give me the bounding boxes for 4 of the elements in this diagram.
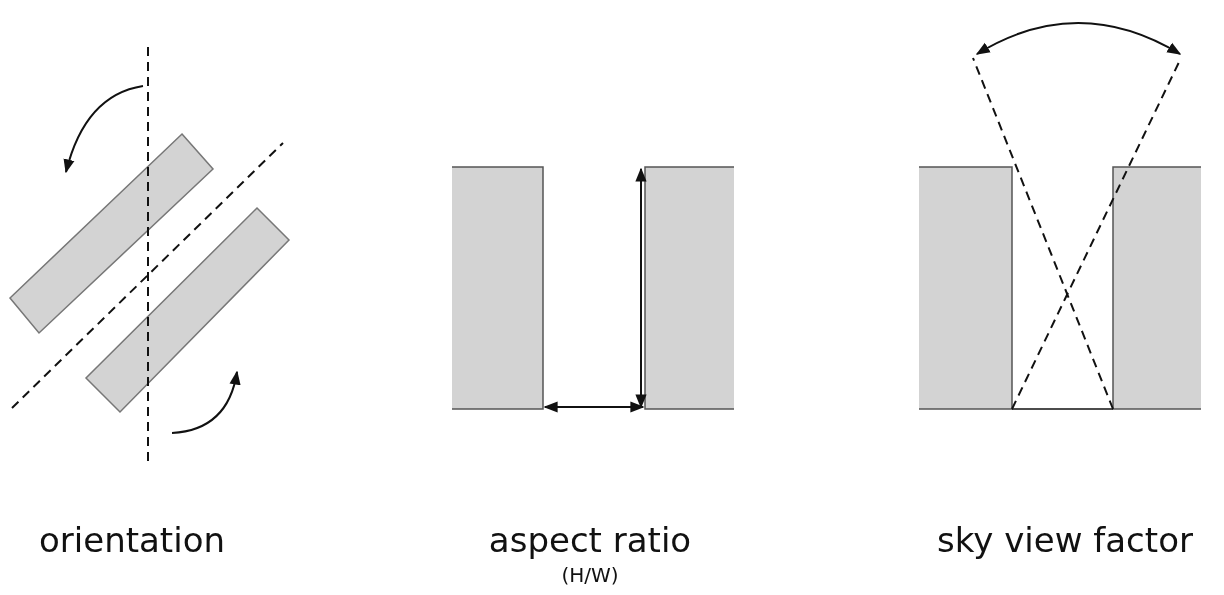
panel-caption: aspect ratio [488, 520, 692, 560]
panel-caption: sky view factor [937, 520, 1193, 560]
formula-note: (H/W) [561, 563, 619, 587]
panel-caption: orientation [39, 520, 225, 560]
